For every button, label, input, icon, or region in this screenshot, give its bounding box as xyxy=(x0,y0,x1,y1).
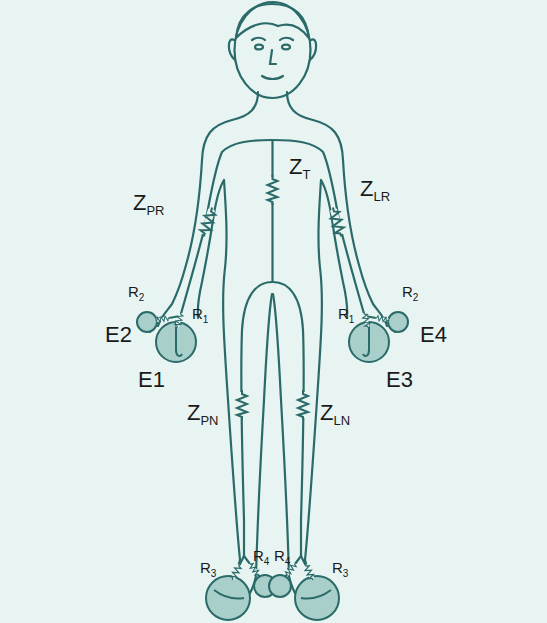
electrode-label-text: E2 xyxy=(105,324,132,346)
resistance-label: R2 xyxy=(128,284,144,304)
resistance-label-text: R4 xyxy=(253,548,269,567)
resistance-label-text: R1 xyxy=(338,306,354,325)
electrode-label: E2 xyxy=(105,324,132,346)
impedance-label-text: ZLR xyxy=(360,178,390,203)
resistance-label-text: R3 xyxy=(200,560,216,579)
resistance-label: R4 xyxy=(253,548,269,568)
impedance-label: ZPR xyxy=(133,192,165,218)
resistance-label-text: R3 xyxy=(332,560,348,579)
impedance-label-text: ZLN xyxy=(320,402,350,427)
electrode-label: E3 xyxy=(386,369,413,391)
impedance-label-text: ZT xyxy=(289,156,310,181)
impedance-label: ZLR xyxy=(360,178,390,204)
resistance-label: R4 xyxy=(274,548,290,568)
resistance-label-text: R4 xyxy=(274,548,290,567)
impedance-label: ZPN xyxy=(187,402,219,428)
impedance-label-text: ZPR xyxy=(133,192,165,217)
resistance-label-text: R2 xyxy=(402,284,418,303)
impedance-label-text: ZPN xyxy=(187,402,219,427)
electrode-label: E4 xyxy=(420,324,447,346)
resistance-label: R3 xyxy=(200,560,216,580)
resistance-label: R2 xyxy=(402,284,418,304)
electrode-label-text: E3 xyxy=(386,369,413,391)
electrode-label-text: E4 xyxy=(420,324,447,346)
resistance-label: R3 xyxy=(332,560,348,580)
resistance-label-text: R2 xyxy=(128,284,144,303)
resistance-label: R1 xyxy=(338,306,354,326)
resistance-label-text: R1 xyxy=(192,306,208,325)
impedance-label: ZT xyxy=(289,156,310,182)
electrode-label-text: E1 xyxy=(138,369,165,391)
electrode-label: E1 xyxy=(138,369,165,391)
impedance-label: ZLN xyxy=(320,402,350,428)
resistance-label: R1 xyxy=(192,306,208,326)
